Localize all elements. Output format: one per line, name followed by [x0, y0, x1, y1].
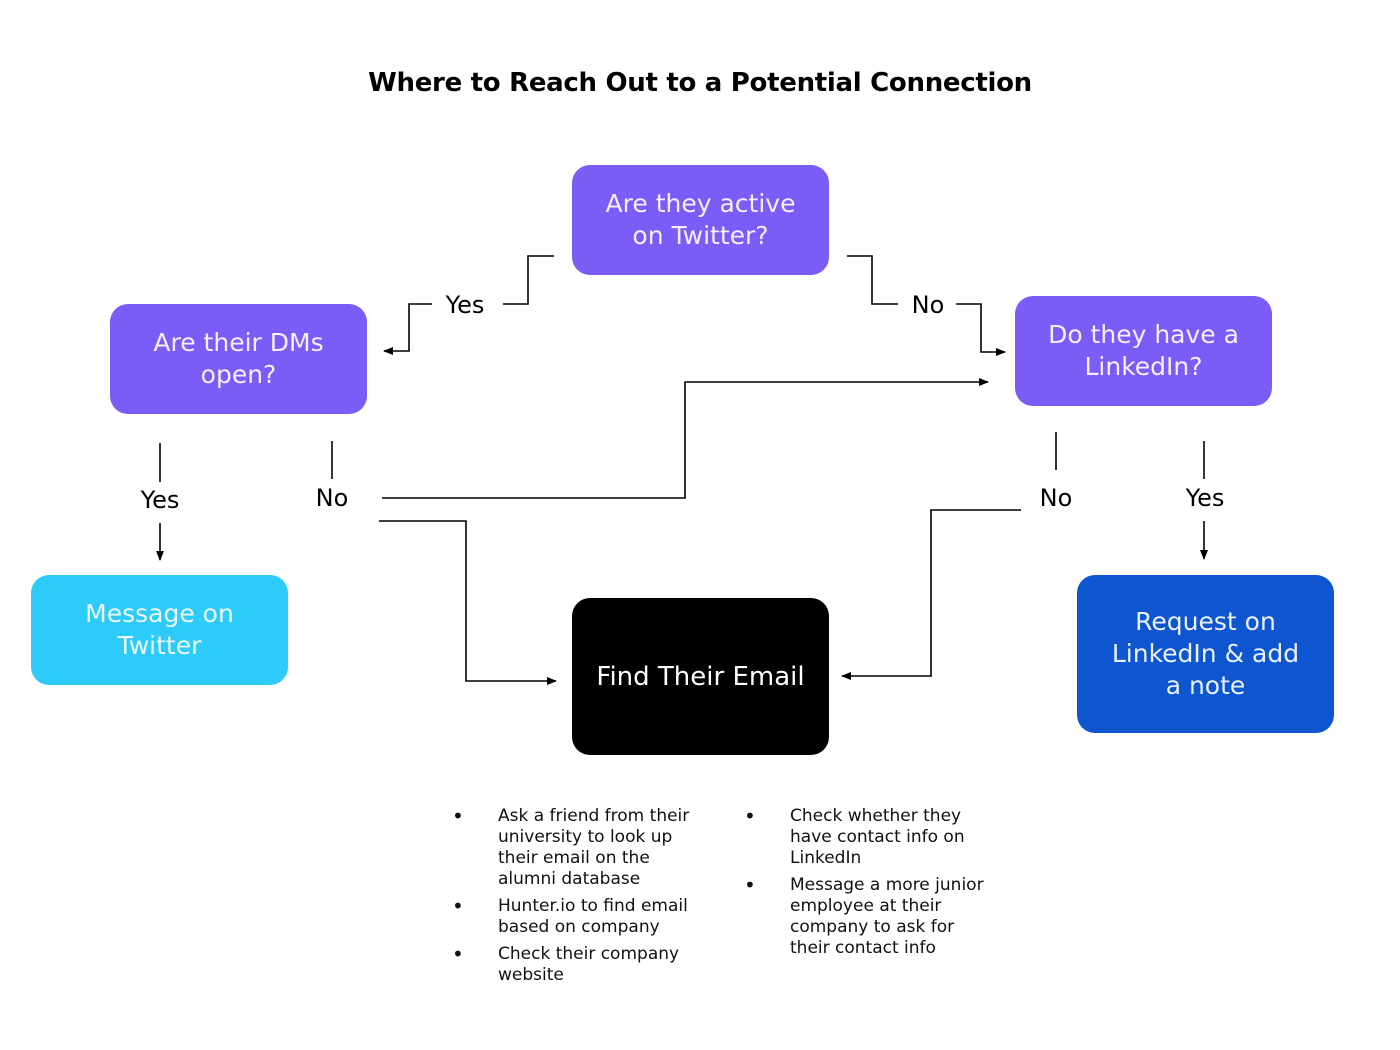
edge-twitter-yes-lower: [383, 303, 432, 355]
email-tips-left: •Ask a friend from their university to l…: [452, 806, 742, 992]
bullet-icon: •: [744, 804, 756, 828]
edge-twitter-no-lower: [956, 303, 1006, 356]
label-linkedin-no: No: [1039, 484, 1073, 512]
node-find-their-email: Find Their Email: [572, 598, 829, 755]
node-twitter-active: Are they active on Twitter?: [572, 165, 829, 275]
bullet-icon: •: [452, 894, 464, 918]
label-twitter-yes: Yes: [445, 291, 485, 319]
label-linkedin-yes: Yes: [1185, 484, 1225, 512]
node-has-linkedin: Do they have a LinkedIn?: [1015, 296, 1272, 406]
edge-dms-no-to-linkedin: [382, 378, 989, 499]
node-message-on-twitter: Message on Twitter: [31, 575, 288, 685]
label-twitter-no: No: [911, 291, 945, 319]
edge-twitter-yes-upper: [503, 255, 554, 305]
tip-item: •Check whether they have contact info on…: [744, 804, 965, 869]
tip-item: •Hunter.io to find email based on compan…: [452, 894, 688, 938]
label-dms-no: No: [315, 484, 349, 512]
bullet-icon: •: [452, 942, 464, 966]
label-dms-yes: Yes: [140, 486, 180, 514]
bullet-icon: •: [744, 873, 756, 897]
tip-item: •Ask a friend from their university to l…: [452, 804, 690, 890]
diagram-title: Where to Reach Out to a Potential Connec…: [368, 68, 1032, 98]
tip-item: •Check their company website: [452, 942, 680, 986]
email-tips-right: •Check whether they have contact info on…: [744, 806, 1034, 965]
bullet-icon: •: [452, 804, 464, 828]
tip-item: •Message a more junior employee at their…: [744, 873, 984, 959]
node-dms-open: Are their DMs open?: [110, 304, 367, 414]
edge-linkedin-no-to-email: [841, 509, 1021, 680]
node-request-on-linkedin: Request on LinkedIn & add a note: [1077, 575, 1334, 733]
edge-twitter-no-upper: [847, 255, 898, 305]
edge-dms-no-to-email: [379, 520, 557, 685]
